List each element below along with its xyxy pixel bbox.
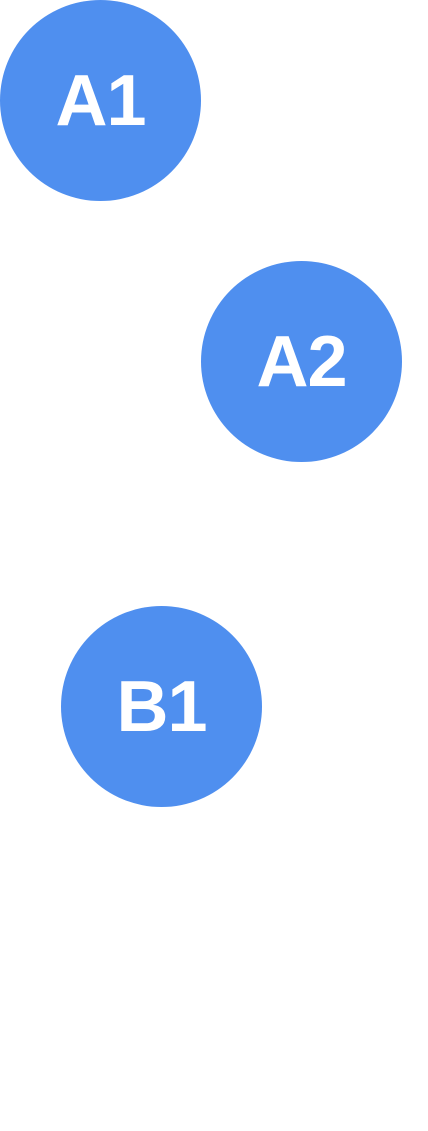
node-a2-label: A2 (256, 321, 347, 402)
node-b1-label: B1 (116, 666, 207, 747)
node-a2[interactable]: A2 (201, 261, 402, 462)
node-a1[interactable]: A1 (0, 0, 201, 201)
node-a1-label: A1 (55, 60, 146, 141)
node-b1[interactable]: B1 (61, 606, 262, 807)
